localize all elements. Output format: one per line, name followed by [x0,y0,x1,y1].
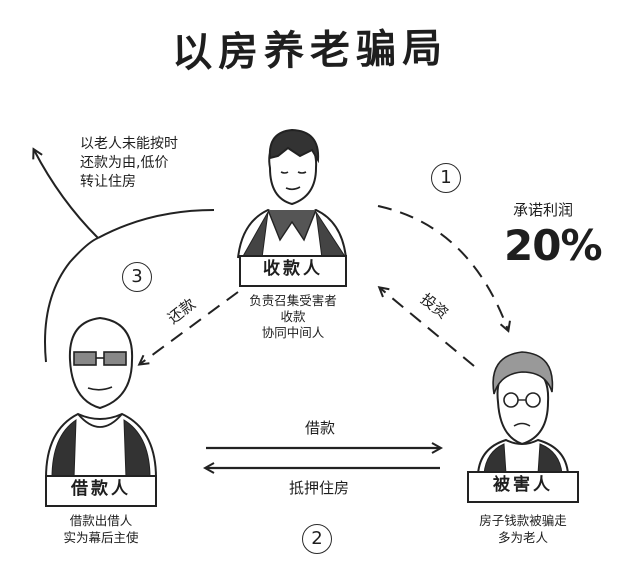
victim-desc-2: 多为老人 [497,530,548,545]
promise-label: 承诺利润 [512,201,573,219]
arrow-invest [380,288,475,367]
borrower-figure [45,316,157,479]
loan-label: 借款 [304,419,335,437]
mortgage-label: 抵押住房 [288,479,349,497]
borrower-label: 借款人 [71,479,131,499]
arrow-fraud-link [97,209,215,239]
borrower-desc-1: 借款出借人 [69,513,133,528]
promise-percent: 20% [504,221,603,270]
arrow-promise-return [377,205,508,330]
borrower-desc-2: 实为幕后主使 [63,530,139,545]
collector-desc-1: 负责召集受害者 [249,293,337,308]
collector-figure [237,128,347,259]
collector-label: 收款人 [263,259,323,279]
collector-desc-3: 协同中间人 [261,325,325,340]
arrow-repay [140,291,239,364]
victim-desc-1: 房子钱款被骗走 [479,513,567,528]
step-2-marker: 2 [302,524,332,554]
step-3-marker: 3 [122,262,152,292]
victim-box [467,471,579,503]
collector-desc-2: 收款 [280,309,306,324]
arrow-fraud-trunk [44,237,99,363]
step-1-marker: 1 [431,163,461,193]
page-title: 以房养老骗局 [171,25,449,77]
victim-label: 被害人 [493,475,553,495]
collector-box [239,255,347,287]
fraud-note-line-3: 转让住房 [80,174,136,190]
arrow-fraud-branch [34,150,99,239]
fraud-note-line-2: 还款为由,低价 [80,155,169,171]
fraud-note-line-1: 以老人未能按时 [80,136,178,152]
victim-figure [477,351,569,475]
borrower-box [45,475,157,507]
